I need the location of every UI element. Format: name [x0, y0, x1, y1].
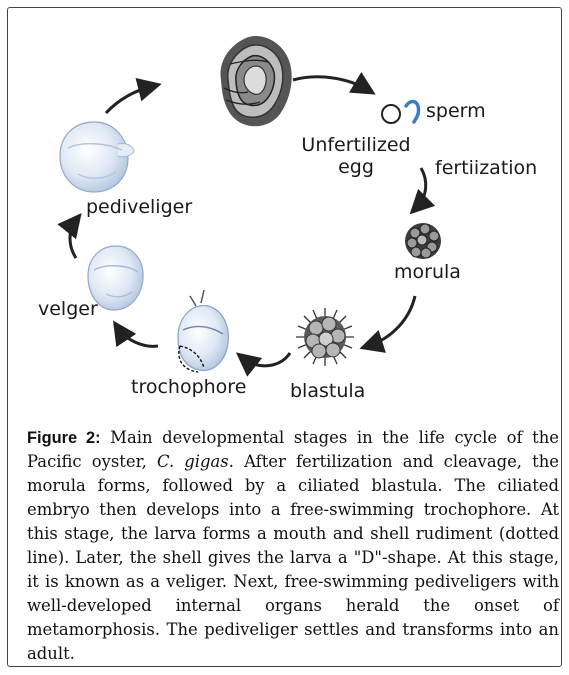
caption-text-1: Main developmental stages in the life cy… [27, 428, 559, 471]
label-velger: velger [38, 298, 98, 320]
label-sperm: sperm [426, 100, 486, 122]
morula-icon [405, 223, 441, 259]
label-blastula: blastula [290, 380, 366, 402]
arrow-adult-to-egg [292, 71, 376, 95]
trochophore-icon [177, 289, 229, 373]
arrow-blastula-to-trochophore [235, 352, 292, 377]
label-morula: morula [394, 261, 461, 283]
label-fertilization: fertiization [435, 157, 538, 179]
figure-frame: sperm Unfertilized egg fertiization moru… [7, 7, 562, 667]
label-unfertilized-egg: Unfertilized egg [301, 134, 411, 178]
pediveliger-icon [59, 121, 135, 193]
figure-caption: Figure 2: Main developmental stages in t… [27, 426, 559, 666]
arrow-fertilization [409, 167, 436, 215]
life-cycle-diagram: sperm Unfertilized egg fertiization moru… [18, 18, 551, 416]
egg-icon [381, 104, 401, 124]
arrow-velger-to-pediveliger [57, 212, 82, 259]
figure-label: Figure 2: [27, 429, 101, 447]
diagram-graphics [57, 36, 441, 377]
label-trochophore: trochophore [131, 376, 247, 398]
arrow-trochophore-to-velger [113, 320, 159, 348]
velger-icon [87, 245, 144, 311]
arrow-to-adult [104, 78, 162, 115]
species-name: C. gigas [156, 452, 229, 471]
blastula-icon [296, 308, 354, 366]
caption-text-2: . After fertilization and cleavage, the … [27, 452, 559, 663]
adult-oyster-shell-icon [220, 36, 292, 127]
sperm-icon [404, 99, 421, 124]
label-pediveliger: pediveliger [86, 196, 193, 218]
arrow-morula-to-blastula [359, 295, 417, 353]
